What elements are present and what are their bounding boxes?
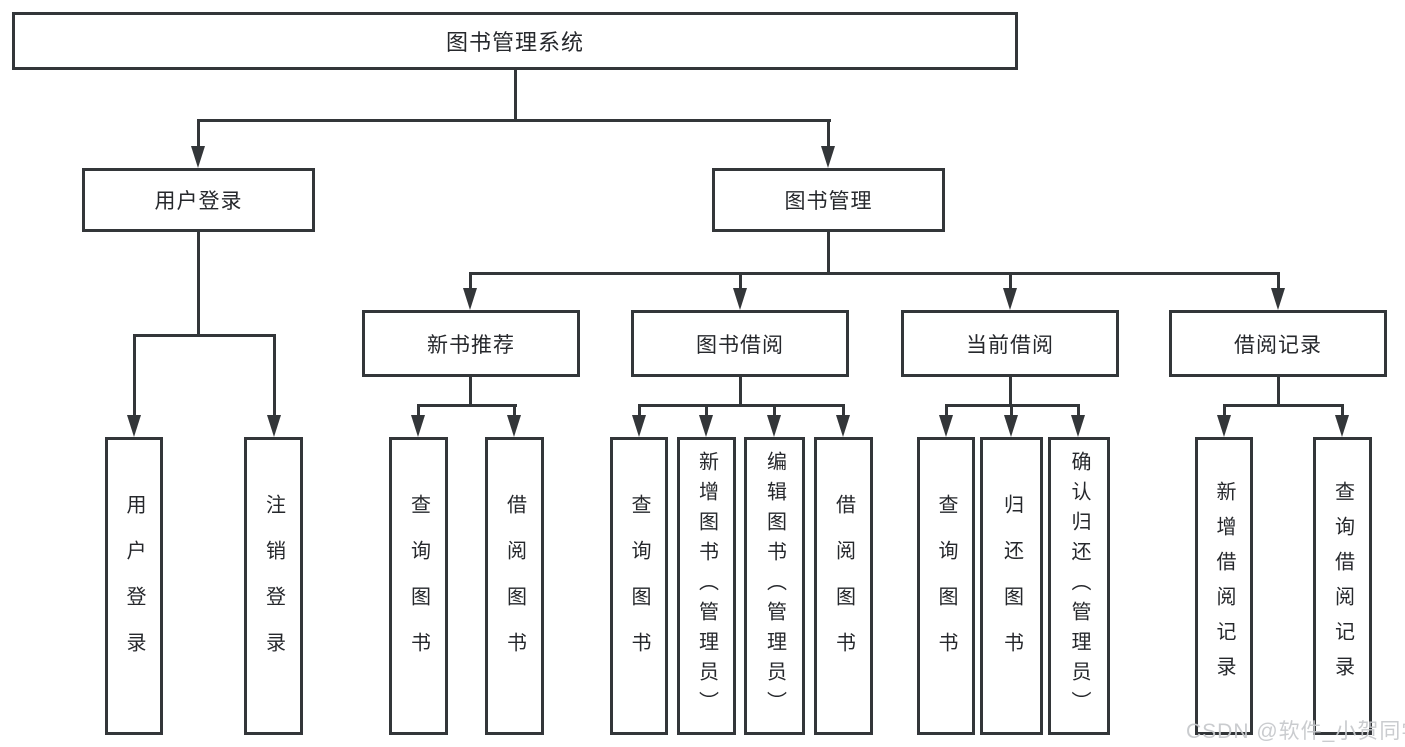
- connector-drop-leaf: [1223, 404, 1226, 415]
- leaf-bb-query-book-label: 查询图书: [628, 494, 650, 678]
- arrow-down-icon: [699, 415, 713, 437]
- leaf-bb-add-book-admin-label: 新增图书（管理员）: [695, 451, 718, 721]
- connector-br-rail: [1223, 404, 1343, 407]
- leaf-user-login: 用户登录: [105, 437, 163, 735]
- connector-drop-leaf: [133, 334, 136, 415]
- arrow-down-icon: [1217, 415, 1231, 437]
- connector-drop-leaf: [273, 334, 276, 415]
- node-borrow-record: 借阅记录: [1169, 310, 1387, 377]
- connector-drop-leaf: [1077, 404, 1080, 415]
- arrow-down-icon: [267, 415, 281, 437]
- leaf-nbr-borrow-book-label: 借阅图书: [503, 494, 526, 678]
- csdn-watermark: CSDN @软件_小贺同学: [1186, 720, 1405, 743]
- leaf-bb-borrow-book-label: 借阅图书: [832, 494, 855, 678]
- leaf-nbr-query-book: 查询图书: [389, 437, 448, 735]
- arrow-down-icon: [1271, 288, 1285, 310]
- leaf-br-add-record: 新增借阅记录: [1195, 437, 1253, 735]
- connector-br-stem: [1277, 377, 1280, 407]
- arrow-down-icon: [463, 288, 477, 310]
- arrow-down-icon: [1004, 415, 1018, 437]
- arrow-down-icon: [836, 415, 850, 437]
- arrow-down-icon: [191, 146, 205, 168]
- node-book-management: 图书管理: [712, 168, 945, 232]
- arrow-down-icon: [411, 415, 425, 437]
- leaf-bb-edit-book-admin-label: 编辑图书（管理员）: [763, 451, 786, 721]
- connector-drop-leaf: [638, 404, 641, 415]
- node-book-borrow: 图书借阅: [631, 310, 849, 377]
- node-root-library-system: 图书管理系统: [12, 12, 1018, 70]
- leaf-bb-add-book-admin: 新增图书（管理员）: [677, 437, 736, 735]
- arrow-down-icon: [939, 415, 953, 437]
- node-user-login: 用户登录: [82, 168, 315, 232]
- connector-drop-user-login: [197, 119, 200, 147]
- node-new-book-recommend-label: 新书推荐: [427, 333, 515, 357]
- arrow-down-icon: [1335, 415, 1349, 437]
- connector-cb-stem: [1009, 377, 1012, 407]
- connector-drop-level3: [739, 272, 742, 289]
- leaf-br-add-record-label: 新增借阅记录: [1213, 481, 1235, 691]
- connector-drop-leaf: [1010, 404, 1013, 415]
- connector-bb-rail: [638, 404, 845, 407]
- connector-root-stem: [514, 70, 517, 121]
- node-user-login-label: 用户登录: [154, 190, 243, 213]
- connector-drop-level3: [1277, 272, 1280, 289]
- node-new-book-recommend: 新书推荐: [362, 310, 580, 377]
- arrow-down-icon: [1003, 288, 1017, 310]
- connector-nbr-rail: [417, 404, 517, 407]
- connector-drop-leaf: [842, 404, 845, 415]
- arrow-down-icon: [767, 415, 781, 437]
- connector-book-mgmt-stem: [827, 232, 830, 275]
- leaf-cb-query-book: 查询图书: [917, 437, 975, 735]
- connector-nbr-stem: [469, 377, 472, 407]
- connector-drop-level3: [469, 272, 472, 289]
- connector-drop-leaf: [705, 404, 708, 415]
- connector-level2-rail: [197, 119, 831, 122]
- leaf-bb-query-book: 查询图书: [610, 437, 668, 735]
- leaf-logout-label: 注销登录: [262, 494, 285, 678]
- node-root-label: 图书管理系统: [445, 30, 584, 55]
- connector-drop-leaf: [945, 404, 948, 415]
- connector-user-login-stem: [197, 232, 200, 337]
- node-current-borrow: 当前借阅: [901, 310, 1119, 377]
- connector-drop-leaf: [513, 404, 516, 415]
- arrow-down-icon: [507, 415, 521, 437]
- connector-drop-book-mgmt: [827, 119, 830, 147]
- connector-drop-leaf: [417, 404, 420, 415]
- leaf-cb-return-book-label: 归还图书: [1000, 494, 1023, 678]
- leaf-cb-return-book: 归还图书: [980, 437, 1043, 735]
- leaf-br-query-record-label: 查询借阅记录: [1331, 481, 1354, 691]
- node-current-borrow-label: 当前借阅: [966, 333, 1054, 357]
- arrow-down-icon: [1071, 415, 1085, 437]
- connector-bb-stem: [739, 377, 742, 407]
- node-book-management-label: 图书管理: [784, 190, 873, 213]
- leaf-bb-edit-book-admin: 编辑图书（管理员）: [744, 437, 805, 735]
- connector-drop-level3: [1009, 272, 1012, 289]
- leaf-cb-confirm-return-admin-label: 确认归还（管理员）: [1068, 451, 1090, 721]
- leaf-cb-confirm-return-admin: 确认归还（管理员）: [1048, 437, 1110, 735]
- connector-user-login-rail: [133, 334, 276, 337]
- leaf-nbr-borrow-book: 借阅图书: [485, 437, 544, 735]
- arrow-down-icon: [127, 415, 141, 437]
- connector-drop-leaf: [1341, 404, 1344, 415]
- arrow-down-icon: [733, 288, 747, 310]
- leaf-br-query-record: 查询借阅记录: [1313, 437, 1372, 735]
- leaf-bb-borrow-book: 借阅图书: [814, 437, 873, 735]
- arrow-down-icon: [821, 146, 835, 168]
- leaf-user-login-label: 用户登录: [123, 494, 145, 678]
- leaf-cb-query-book-label: 查询图书: [935, 494, 957, 678]
- leaf-nbr-query-book-label: 查询图书: [407, 494, 430, 678]
- leaf-logout: 注销登录: [244, 437, 303, 735]
- connector-level3-rail: [469, 272, 1280, 275]
- node-book-borrow-label: 图书借阅: [696, 333, 784, 357]
- node-borrow-record-label: 借阅记录: [1234, 333, 1322, 357]
- connector-drop-leaf: [773, 404, 776, 415]
- arrow-down-icon: [632, 415, 646, 437]
